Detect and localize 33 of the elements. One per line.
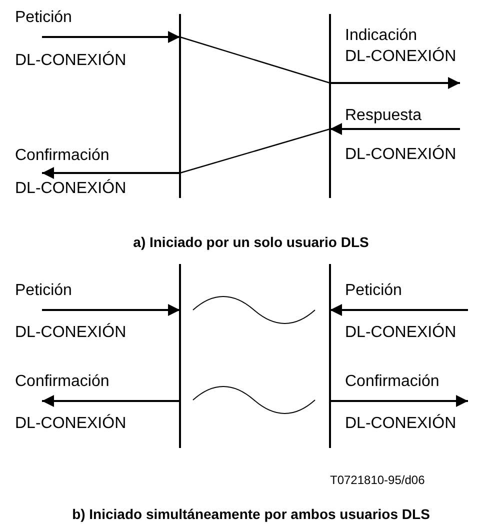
primitive-label: Confirmación	[15, 372, 110, 391]
arrow	[330, 395, 468, 407]
primitive-label: Respuesta	[345, 106, 422, 125]
arrow	[330, 123, 460, 135]
lifeline-bar	[179, 14, 181, 198]
primitive-label: Confirmación	[345, 372, 440, 391]
service-label: DL-CONEXIÓN	[15, 414, 126, 433]
service-label: DL-CONEXIÓN	[15, 179, 126, 198]
arrow	[330, 304, 468, 316]
figure-code: T0721810-95/d06	[330, 473, 425, 487]
service-label: DL-CONEXIÓN	[345, 323, 456, 342]
connector-line	[180, 128, 330, 174]
arrow	[42, 167, 180, 179]
figure-caption: a) Iniciado por un solo usuario DLS	[133, 234, 369, 250]
service-label: DL-CONEXIÓN	[15, 323, 126, 342]
arrow	[42, 395, 180, 407]
connector-line	[180, 36, 330, 84]
figure-caption: b) Iniciado simultáneamente por ambos usuarios DLS	[72, 506, 430, 522]
service-label: DL-CONEXIÓN	[345, 145, 456, 164]
arrow	[330, 77, 460, 89]
arrow	[42, 304, 180, 316]
primitive-label: Petición	[15, 8, 72, 27]
service-label: DL-CONEXIÓN	[345, 47, 456, 66]
arrow	[42, 31, 180, 43]
service-label: DL-CONEXIÓN	[345, 414, 456, 433]
lifeline-bar	[329, 14, 331, 198]
service-label: DL-CONEXIÓN	[15, 51, 126, 70]
lifeline-bar	[329, 264, 331, 448]
primitive-label: Petición	[15, 281, 72, 300]
lifeline-bar	[179, 264, 181, 448]
primitive-label: Petición	[345, 281, 402, 300]
primitive-label: Confirmación	[15, 146, 110, 165]
primitive-label: Indicación	[345, 26, 418, 45]
